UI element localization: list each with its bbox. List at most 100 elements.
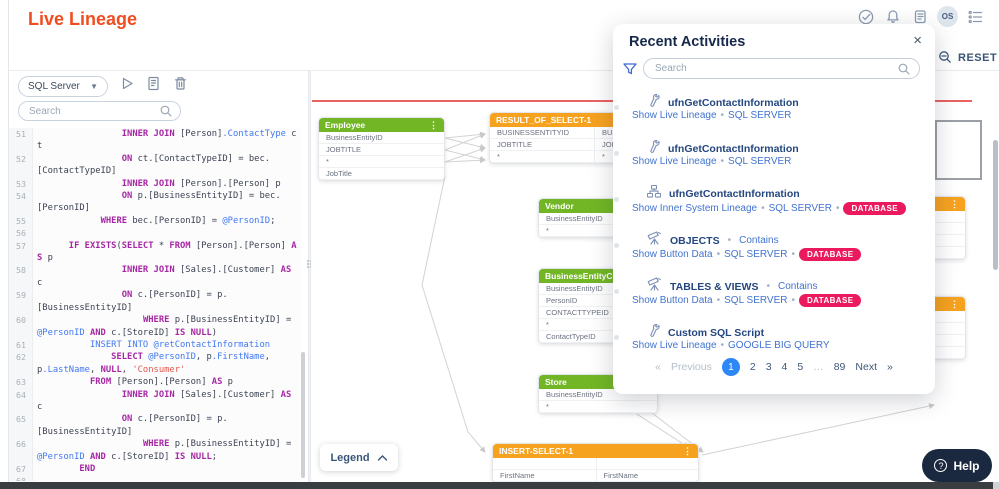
notes-icon[interactable] (910, 7, 929, 26)
line-number: 66 (9, 438, 33, 463)
canvas-scrollbar[interactable] (993, 140, 998, 270)
list-menu-icon[interactable] (966, 7, 985, 26)
entity-menu-icon[interactable]: ⋮ (683, 445, 692, 456)
code-line: 56 (9, 227, 301, 240)
page-4[interactable]: 4 (781, 361, 788, 373)
run-query-button[interactable] (118, 75, 135, 97)
line-number: 57 (9, 239, 33, 265)
check-circle-icon[interactable] (856, 7, 875, 26)
reset-zoom-button[interactable]: RESET (938, 50, 997, 65)
code-line: 60 WHERE p.[BusinessEntityID] = @PersonI… (9, 314, 301, 339)
wrench-icon (647, 323, 660, 342)
code-line: 68 (9, 475, 301, 481)
legend-toggle[interactable]: Legend (320, 444, 398, 471)
activity-subtitle: Show Button Data•SQL SERVER•DATABASE (632, 294, 862, 307)
line-number: 64 (9, 388, 33, 414)
next-button[interactable]: Next (855, 361, 877, 373)
code-line: 64 INNER JOIN [Sales].[Customer] AS c (9, 388, 301, 414)
code-line: 58 INNER JOIN [Sales].[Customer] AS c (9, 264, 301, 290)
entity-name: Employee (325, 120, 366, 130)
datasource-select[interactable]: SQL Server ▼ (18, 75, 108, 97)
close-icon[interactable]: × (913, 32, 922, 49)
avatar[interactable]: OS (937, 6, 958, 27)
filter-icon[interactable] (622, 61, 638, 82)
line-number: 65 (9, 413, 33, 439)
code-search (18, 101, 181, 121)
page-5[interactable]: 5 (797, 361, 804, 373)
code-line: 51 INNER JOIN [Person].ContactType ct (9, 128, 301, 153)
entity-column: FirstName (493, 470, 596, 482)
activities-search (643, 58, 920, 79)
line-number: 56 (9, 227, 33, 240)
page-2[interactable]: 2 (749, 361, 756, 373)
copy-script-button[interactable] (145, 75, 162, 97)
chevron-up-icon (377, 454, 387, 461)
editor-scrollbar[interactable] (301, 352, 305, 478)
question-icon: ? (934, 459, 948, 472)
entity-name: Store (545, 377, 567, 387)
help-label: Help (953, 458, 980, 473)
line-number: 59 (9, 289, 33, 315)
horizontal-scrollbar[interactable] (0, 482, 999, 489)
panel-resize-handle[interactable] (308, 71, 311, 482)
entity-column: * (490, 151, 594, 163)
activity-subtitle: Show Live Lineage•GOOGLE BIG QUERY (632, 340, 830, 351)
activity-title[interactable]: OBJECTS (670, 234, 720, 247)
entity-column: JOBTITLE (490, 139, 594, 151)
activity-title[interactable]: ufnGetContactInformation (668, 142, 799, 155)
entity-column: BUSINESSENTITYID (490, 127, 594, 139)
activity-title[interactable]: ufnGetContactInformation (669, 188, 800, 200)
entity-column (595, 458, 698, 470)
activity-subtitle: Show Button Data•SQL SERVER•DATABASE (632, 248, 862, 261)
activity-title[interactable]: ufnGetContactInformation (668, 96, 799, 109)
activity-title[interactable]: TABLES & VIEWS (670, 280, 759, 293)
bell-icon[interactable] (883, 7, 902, 26)
left-rail (0, 0, 9, 489)
chevron-down-icon: ▼ (90, 81, 98, 91)
entity-column: * (539, 401, 657, 413)
help-button[interactable]: ? Help (922, 449, 992, 482)
entity-menu-icon[interactable]: ⋮ (950, 298, 959, 309)
activities-search-input[interactable] (655, 63, 897, 74)
page-1[interactable]: 1 (721, 358, 740, 376)
prev-button[interactable]: Previous (670, 361, 712, 373)
minimap[interactable] (935, 120, 982, 180)
code-line: 65 ON c.[PersonID] = p. [BusinessEntityI… (9, 413, 301, 439)
entity-name: BusinessEntityContact (545, 271, 639, 281)
activity-title[interactable]: Custom SQL Script (668, 326, 765, 339)
entity-menu-icon[interactable]: ⋮ (950, 198, 959, 209)
line-number: 58 (9, 264, 33, 290)
page-3[interactable]: 3 (765, 361, 772, 373)
entity-column: FirstName (595, 470, 698, 482)
code-search-input[interactable] (29, 105, 159, 117)
page-89[interactable]: 89 (833, 361, 846, 373)
line-number: 61 (9, 338, 33, 352)
code-line: 55 WHERE bec.[PersonID] = @PersonID; (9, 214, 301, 228)
entity-menu-icon[interactable]: ⋮ (429, 119, 438, 130)
zoom-out-icon (939, 51, 951, 63)
code-line: 61 INSERT INTO @retContactInformation (9, 338, 301, 352)
header-divider (9, 70, 999, 71)
activity-subtitle: Show Inner System Lineage•SQL SERVER•DAT… (632, 202, 906, 215)
line-number: 60 (9, 314, 33, 339)
trash-icon[interactable] (172, 75, 189, 97)
entity-column: JobTitle (319, 168, 444, 180)
page-title: Live Lineage (28, 9, 138, 29)
query-toolbar: SQL Server ▼ (18, 75, 189, 97)
prev-arrow[interactable]: « (655, 361, 661, 373)
line-number: 54 (9, 190, 33, 215)
timeline-dot (614, 197, 619, 202)
telescope-icon (647, 277, 662, 296)
entity-Store[interactable]: Store⋮BusinessEntityID* (538, 374, 658, 414)
code-line: 66 WHERE p.[BusinessEntityID] = @PersonI… (9, 438, 301, 463)
next-arrow[interactable]: » (887, 361, 893, 373)
